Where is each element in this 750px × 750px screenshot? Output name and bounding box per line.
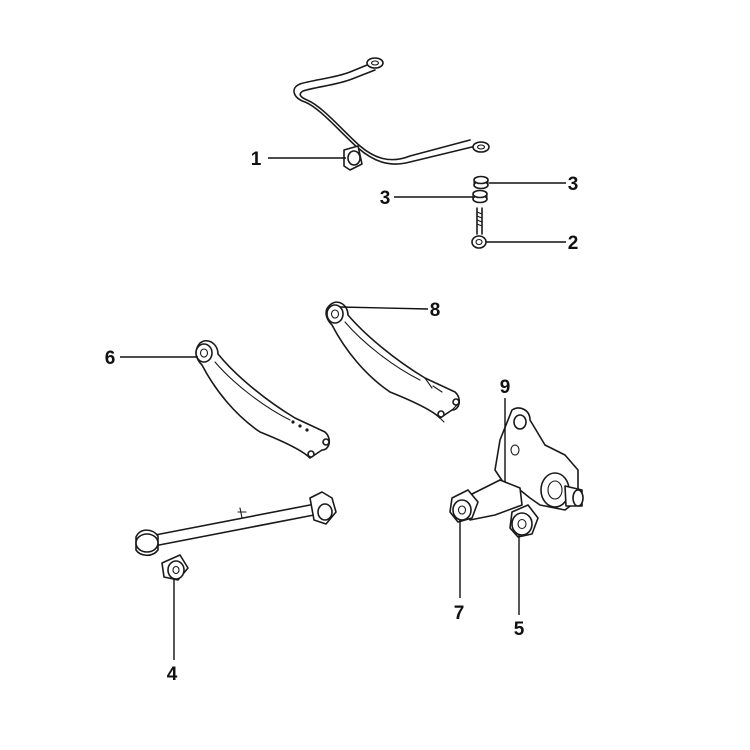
stabilizer-bushing <box>343 145 363 171</box>
leader-lines <box>120 157 566 660</box>
washer-upper <box>473 175 489 190</box>
lower-arm-bushing <box>161 554 189 581</box>
lower-arm <box>135 491 337 557</box>
callout-7: 7 <box>454 603 465 624</box>
callout-3-upper: 3 <box>568 174 579 195</box>
callout-5: 5 <box>514 619 525 640</box>
upper-arm-8 <box>325 301 461 423</box>
callout-labels: 1 2 3 3 4 5 6 7 8 9 <box>105 149 579 685</box>
callout-9: 9 <box>500 377 511 398</box>
callout-2: 2 <box>568 233 579 254</box>
knuckle <box>469 407 584 521</box>
stabilizer-link <box>471 207 487 249</box>
callout-1: 1 <box>251 149 262 170</box>
callout-4: 4 <box>167 664 178 685</box>
callout-8: 8 <box>430 300 441 321</box>
leader-8 <box>339 306 429 310</box>
upper-arm-6 <box>195 339 331 459</box>
washer-lower <box>472 189 488 204</box>
callout-6: 6 <box>105 348 116 369</box>
callout-3-lower: 3 <box>380 188 391 209</box>
stabilizer-bar <box>293 57 490 165</box>
knuckle-bushing-5 <box>509 504 539 538</box>
knuckle-bushing-7 <box>449 489 479 523</box>
